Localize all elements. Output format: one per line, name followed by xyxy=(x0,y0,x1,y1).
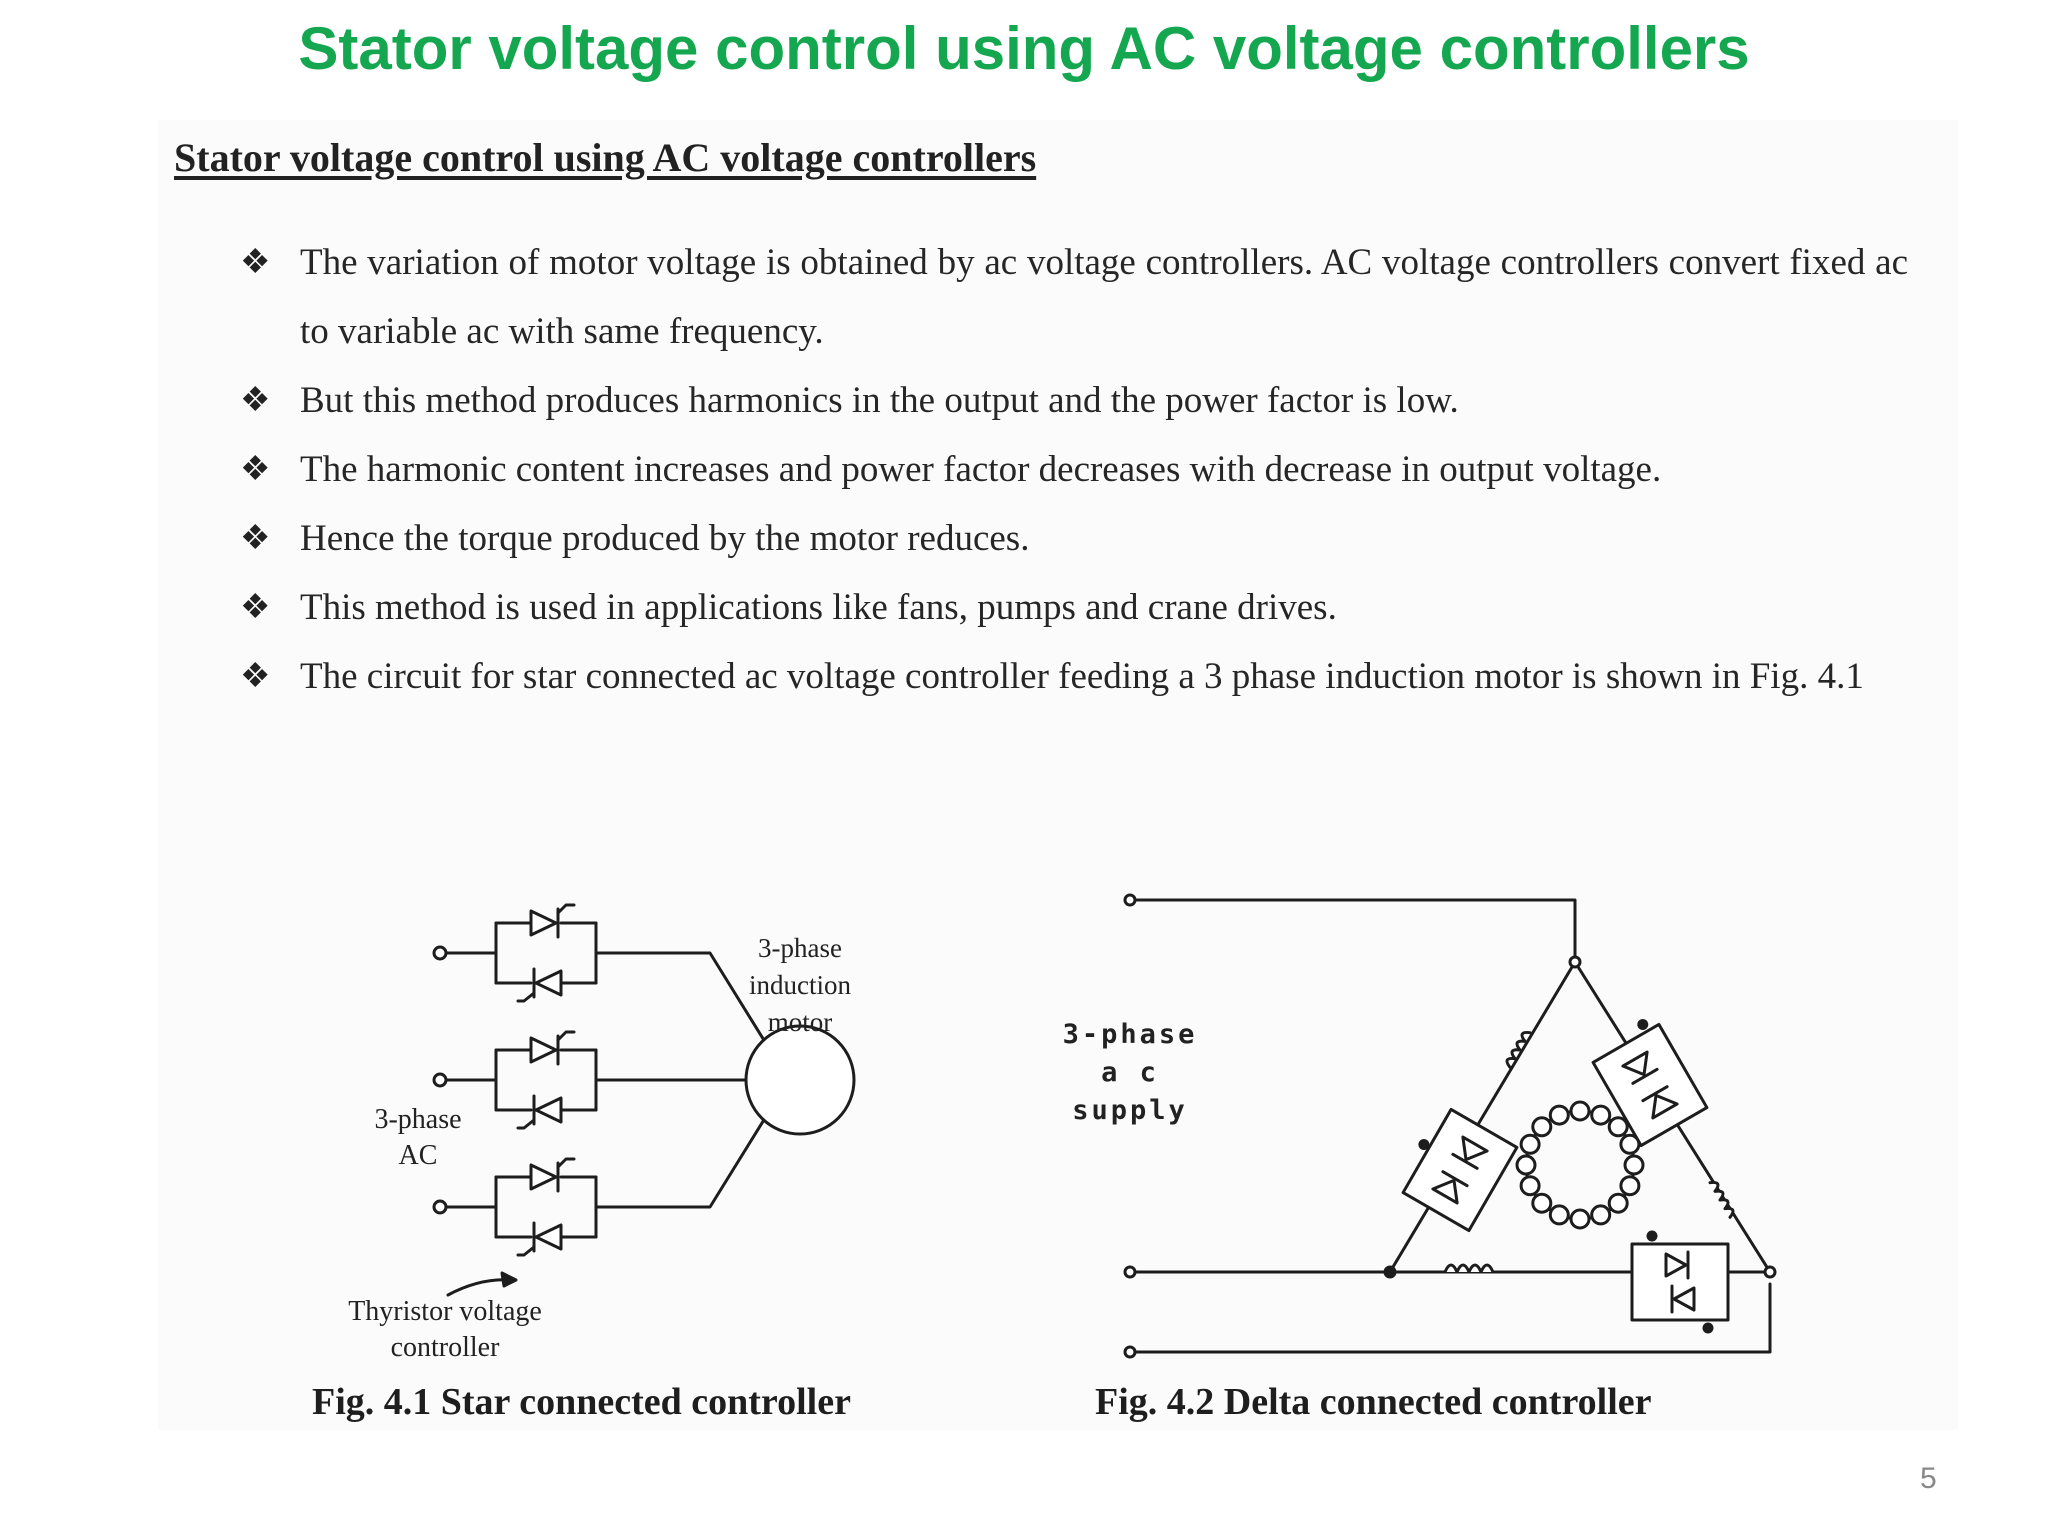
scanned-page xyxy=(158,120,1958,1430)
diamond-bullet-icon: ❖ xyxy=(240,589,271,626)
supply-label-line: 3-phase xyxy=(1062,1019,1198,1050)
rotor-bead xyxy=(1607,1116,1629,1138)
phase-c-wire xyxy=(664,1100,777,1209)
rotor-bead xyxy=(1548,1104,1570,1126)
controller-label: Thyristor voltage controller xyxy=(330,1294,560,1366)
page-number: 5 xyxy=(1920,1462,1937,1495)
rotor-bead xyxy=(1623,1154,1645,1176)
star-circuit-diagram xyxy=(432,903,856,1297)
supply-label-line: a c xyxy=(1101,1057,1159,1088)
slide-title: Stator voltage control using AC voltage … xyxy=(298,15,1750,82)
fig-4-1-caption: Fig. 4.1 Star connected controller xyxy=(312,1381,851,1423)
controller-label-line: Thyristor voltage xyxy=(348,1296,542,1327)
rotor-bead xyxy=(1590,1104,1612,1126)
thyristor-pair-bottom xyxy=(1630,1230,1730,1334)
rotor-bead xyxy=(1531,1192,1553,1214)
rotor-bead xyxy=(1548,1204,1570,1226)
bullet-item: ❖ The variation of motor voltage is obta… xyxy=(240,228,1908,366)
supply-label-line: supply xyxy=(1072,1095,1188,1126)
thyristor-pair-left xyxy=(1401,1107,1519,1233)
bullet-item: ❖ This method is used in applications li… xyxy=(240,573,1908,642)
motor-label-line: 3-phase xyxy=(758,933,842,963)
diamond-bullet-icon: ❖ xyxy=(240,244,271,281)
motor-label: 3-phase induction motor xyxy=(730,930,870,1041)
bullet-item: ❖ Hence the torque produced by the motor… xyxy=(240,504,1908,573)
bullet-text: The variation of motor voltage is obtain… xyxy=(300,242,1908,352)
ac-label-line: 3-phase xyxy=(374,1104,462,1135)
rotor-bead xyxy=(1531,1116,1553,1138)
star-controller-figure: 3-phase induction motor 3-phase AC Thyri… xyxy=(330,890,950,1370)
diamond-bullet-icon: ❖ xyxy=(240,520,271,557)
motor-symbol xyxy=(744,1024,856,1136)
bullet-list: ❖ The variation of motor voltage is obta… xyxy=(240,228,1908,711)
thyristor-pair-b xyxy=(444,1030,668,1130)
delta-left-side xyxy=(1388,960,1577,1274)
rotor-bead xyxy=(1519,1175,1541,1197)
diamond-bullet-icon: ❖ xyxy=(240,382,271,419)
bullet-text: The circuit for star connected ac voltag… xyxy=(300,656,1864,697)
bullet-text: Hence the torque produced by the motor r… xyxy=(300,518,1030,559)
coil-left xyxy=(1505,1030,1532,1069)
rotor-bead xyxy=(1619,1175,1641,1197)
thyristor-pair-right xyxy=(1591,1019,1709,1148)
diamond-bullet-icon: ❖ xyxy=(240,658,271,695)
rotor-ring xyxy=(1515,1100,1645,1230)
controller-label-line: controller xyxy=(390,1332,500,1363)
fig-4-2-caption: Fig. 4.2 Delta connected controller xyxy=(1095,1381,1652,1423)
rotor-bead xyxy=(1590,1204,1612,1226)
rotor-bead xyxy=(1607,1192,1629,1214)
terminal-b xyxy=(432,1072,448,1088)
rotor-bead xyxy=(1569,1208,1591,1230)
rotor-bead xyxy=(1619,1133,1641,1155)
motor-label-line: motor xyxy=(767,1007,833,1037)
delta-circuit-diagram xyxy=(1123,893,1777,1359)
rotor-bead xyxy=(1519,1133,1541,1155)
controller-arrow xyxy=(446,1278,512,1297)
rotor-bead xyxy=(1515,1154,1537,1176)
terminal-a xyxy=(432,945,448,961)
thyristor-pair-c xyxy=(444,1157,668,1257)
coil-right xyxy=(1708,1180,1735,1219)
bullet-text: The harmonic content increases and power… xyxy=(300,449,1662,490)
coil-bottom xyxy=(1443,1263,1495,1274)
bullet-item: ❖ But this method produces harmonics in … xyxy=(240,366,1908,435)
diamond-bullet-icon: ❖ xyxy=(240,451,271,488)
bullet-text: This method is used in applications like… xyxy=(300,587,1337,628)
bullet-text: But this method produces harmonics in th… xyxy=(300,380,1459,421)
supply-line-1 xyxy=(1133,898,1577,964)
motor-label-line: induction xyxy=(749,970,851,1000)
supply-label: 3-phase a c supply xyxy=(1050,1016,1210,1130)
ac-label-line: AC xyxy=(398,1140,438,1171)
rotor-bead xyxy=(1569,1100,1591,1122)
bullet-item: ❖ The harmonic content increases and pow… xyxy=(240,435,1908,504)
terminal-c xyxy=(432,1199,448,1215)
ac-label: 3-phase AC xyxy=(358,1102,478,1174)
section-heading: Stator voltage control using AC voltage … xyxy=(174,135,1037,180)
supply-line-3 xyxy=(1133,1282,1772,1354)
bullet-item: ❖ The circuit for star connected ac volt… xyxy=(240,642,1908,711)
delta-controller-figure: 3-phase a c supply xyxy=(1050,870,1790,1380)
thyristor-pair-a xyxy=(444,903,668,1003)
phase-a-wire xyxy=(664,951,777,1060)
